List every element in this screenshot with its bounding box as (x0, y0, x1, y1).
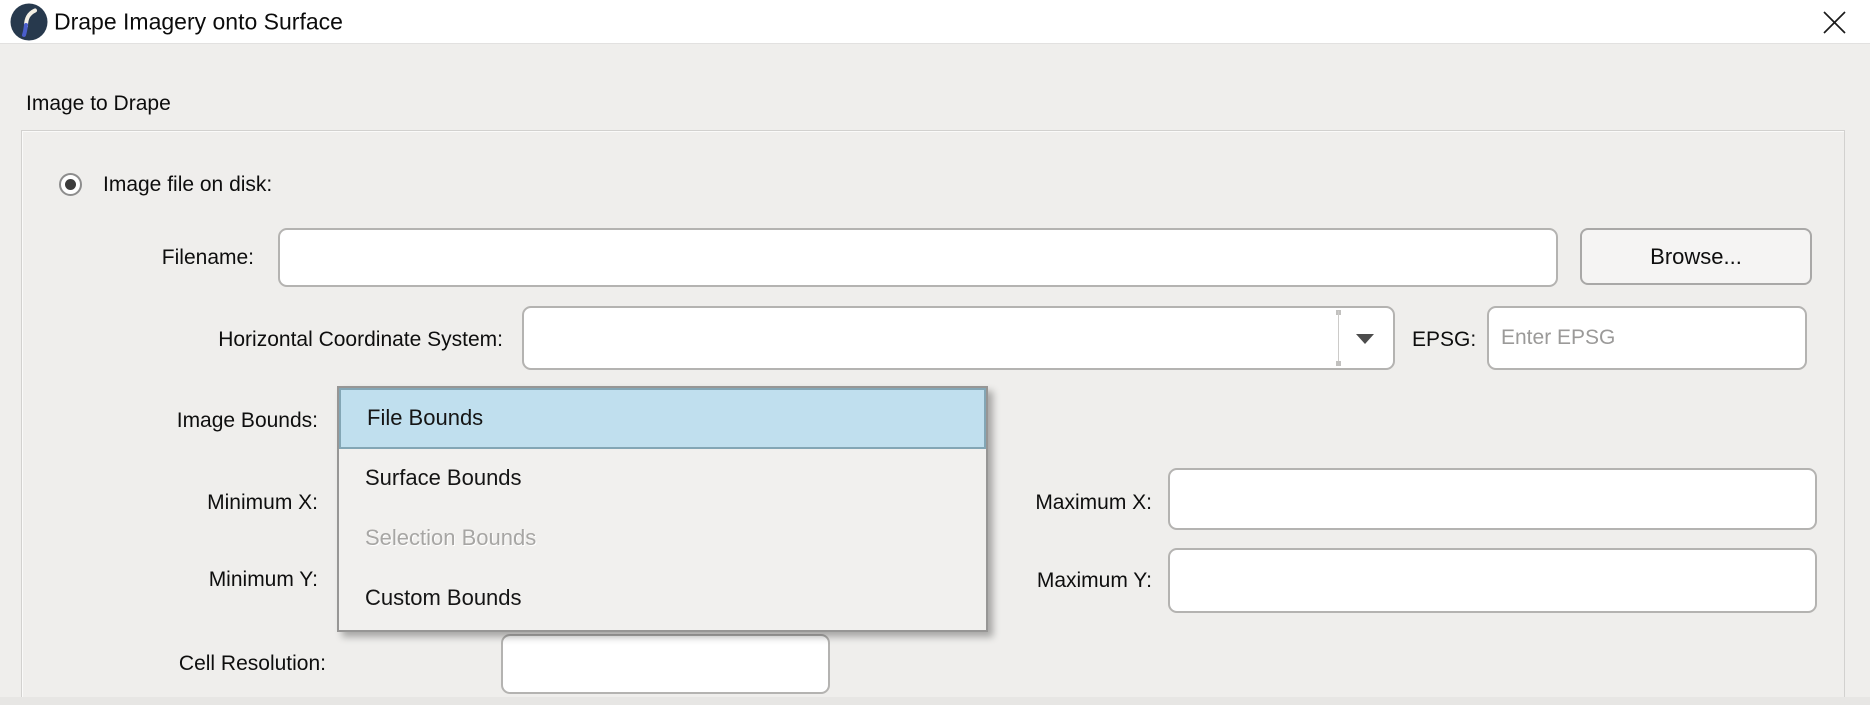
image-bounds-dropdown-list: File Bounds Surface Bounds Selection Bou… (337, 386, 988, 632)
maximum-y-input[interactable] (1168, 548, 1817, 613)
close-button[interactable] (1808, 2, 1860, 42)
dropdown-item-surface-bounds[interactable]: Surface Bounds (365, 465, 522, 490)
dropdown-item-file-bounds[interactable]: File Bounds (339, 388, 986, 449)
radio-dot (65, 179, 76, 190)
epsg-label: EPSG: (1412, 328, 1477, 351)
cell-resolution-input[interactable] (501, 634, 830, 694)
dropdown-item-selection-bounds: Selection Bounds (365, 525, 537, 550)
cell-resolution-label: Cell Resolution: (178, 652, 326, 675)
window-title: Drape Imagery onto Surface (54, 8, 343, 35)
maximum-y-label: Maximum Y: (1036, 569, 1152, 592)
minimum-x-label: Minimum X: (207, 491, 318, 514)
dropdown-item-custom-bounds[interactable]: Custom Bounds (365, 585, 522, 610)
horizontal-coordinate-system-label: Horizontal Coordinate System: (218, 328, 503, 351)
group-title: Image to Drape (26, 92, 171, 115)
filename-input[interactable] (278, 228, 1558, 287)
image-file-on-disk-label: Image file on disk: (103, 173, 273, 196)
browse-button[interactable]: Browse... (1580, 228, 1812, 285)
titlebar: Drape Imagery onto Surface (0, 0, 1870, 44)
combo-notch (1336, 361, 1341, 366)
combo-separator (1338, 311, 1339, 365)
close-icon (1822, 10, 1846, 34)
bottom-strip (0, 697, 1870, 705)
image-bounds-label: Image Bounds: (176, 409, 318, 432)
minimum-y-label: Minimum Y: (208, 568, 318, 591)
filename-label: Filename: (161, 246, 254, 269)
epsg-input[interactable] (1487, 306, 1807, 370)
maximum-x-label: Maximum X: (1035, 491, 1152, 514)
chevron-down-icon (1356, 334, 1374, 344)
image-file-on-disk-radio[interactable] (59, 173, 82, 196)
app-icon (10, 3, 48, 41)
maximum-x-input[interactable] (1168, 468, 1817, 530)
horizontal-coordinate-system-combobox[interactable] (522, 306, 1395, 370)
image-to-drape-groupbox (21, 130, 1845, 705)
